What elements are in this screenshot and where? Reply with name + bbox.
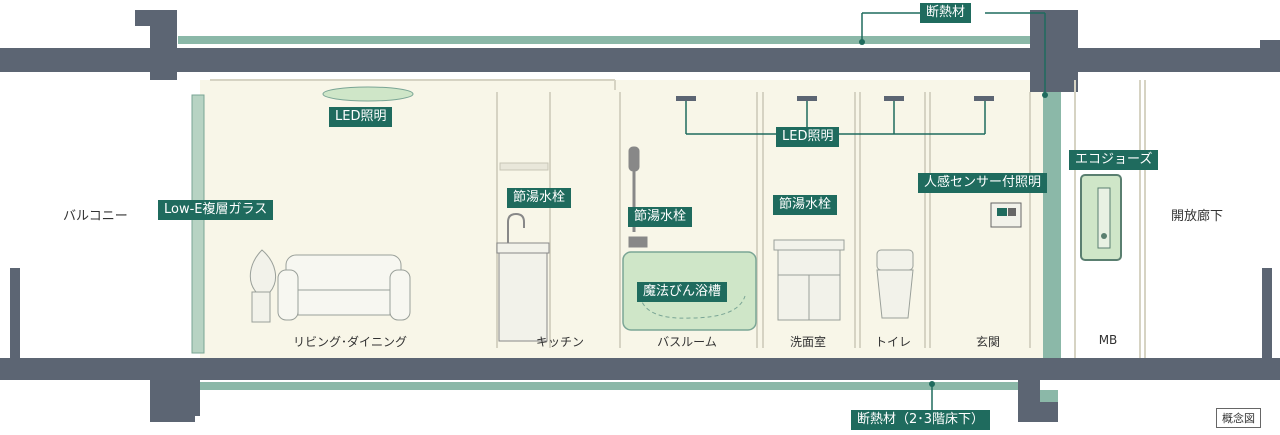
room-washroom: 洗面室 (789, 335, 827, 349)
toilet-illustration (876, 249, 914, 319)
lowe-glass-window (191, 94, 205, 354)
room-toilet: トイレ (874, 335, 912, 349)
label-insulation-top: 断熱材 (920, 3, 972, 23)
area-corridor: 開放廊下 (1171, 209, 1224, 224)
room-kitchen: キッチン (535, 335, 585, 349)
vanity-illustration (773, 239, 845, 321)
kitchen-sink-illustration (496, 212, 550, 342)
room-bathroom: バスルーム (657, 335, 717, 349)
label-faucet-washroom: 節湯水栓 (773, 195, 838, 215)
plant-illustration (249, 249, 277, 323)
sensor-panel-illustration (990, 202, 1022, 228)
concept-note: 概念図 (1216, 408, 1261, 428)
label-led-row: LED照明 (776, 127, 840, 147)
label-insulation-bottom: 断熱材（2･3階床下） (851, 410, 991, 430)
label-lowe-glass: Low-E複層ガラス (158, 200, 274, 220)
label-faucet-bath: 節湯水栓 (628, 207, 693, 227)
label-led-living: LED照明 (329, 107, 393, 127)
room-living: リビング･ダイニング (292, 335, 408, 349)
range-hood (499, 162, 549, 171)
water-heater-illustration (1080, 174, 1122, 261)
area-balcony: バルコニー (63, 209, 128, 224)
insulation-floor (200, 382, 1030, 390)
structure-bottom (0, 268, 1280, 422)
ceiling-lights (322, 86, 994, 102)
sofa-illustration (277, 254, 411, 321)
label-magic-bathtub: 魔法びん浴槽 (637, 282, 728, 302)
insulation-wall-right (1043, 92, 1061, 358)
room-mb: MB (1098, 333, 1118, 347)
room-entrance: 玄関 (975, 335, 1001, 349)
label-sensor-light: 人感センサー付照明 (918, 173, 1048, 193)
label-faucet-kitchen: 節湯水栓 (507, 188, 572, 208)
label-eco-jozu: エコジョーズ (1069, 150, 1159, 170)
structure-top (0, 10, 1280, 92)
insulation-ceiling (178, 36, 1058, 44)
